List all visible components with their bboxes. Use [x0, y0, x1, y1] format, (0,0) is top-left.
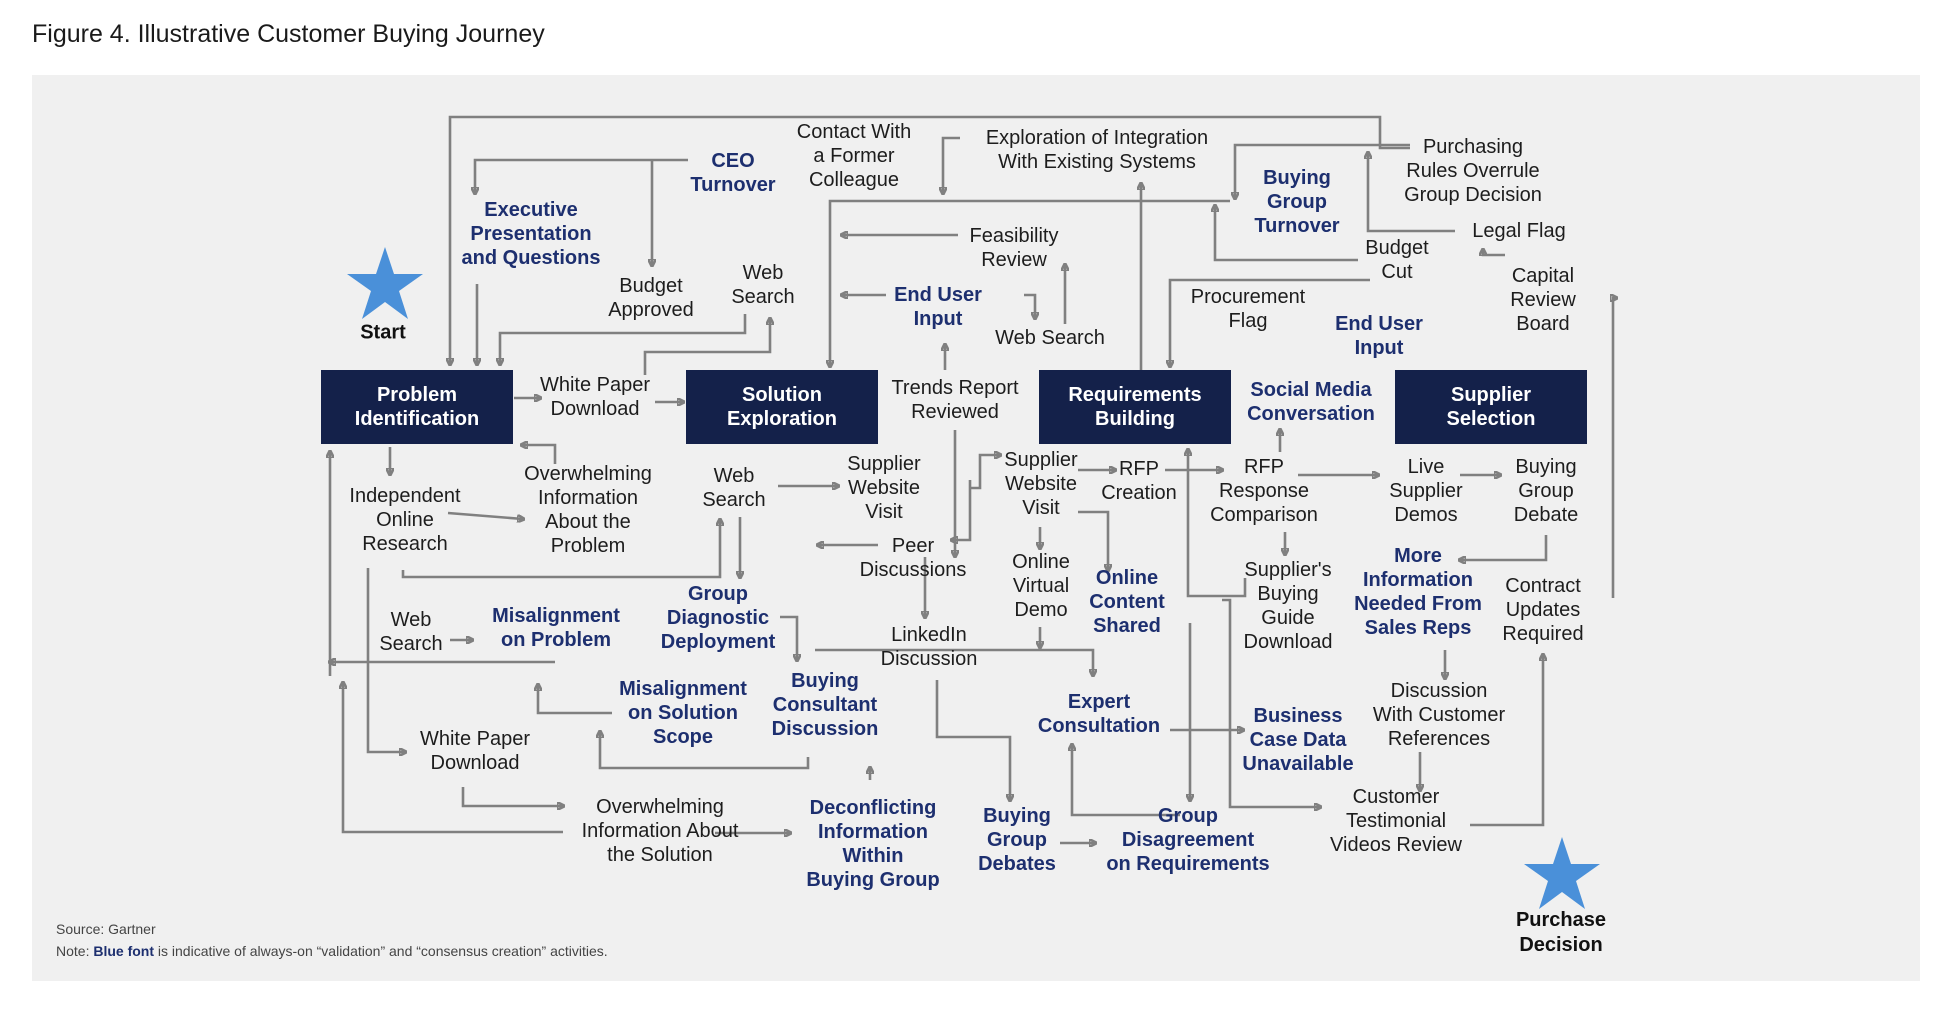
note-blue-font: Blue font: [93, 943, 155, 959]
contract-updates-required: Contract Updates Required: [1502, 575, 1584, 645]
group-disagreement-requirements: Group Disagreement on Requirements: [1106, 805, 1270, 875]
more-information-sales-reps: More Information Needed From Sales Reps: [1354, 545, 1482, 639]
web-search-low: Web Search: [379, 609, 443, 655]
deconflicting-information: Deconflicting Information Within Buying …: [806, 797, 940, 891]
web-search-mid: Web Search: [995, 327, 1105, 349]
rfp-creation: RFP Creation: [1101, 458, 1177, 504]
stage-problem-identification: Problem Identification: [321, 370, 513, 444]
overwhelming-info-problem: Overwhelming Information About the Probl…: [524, 463, 652, 557]
web-search-top: Web Search: [731, 262, 795, 308]
online-content-shared: Online Content Shared: [1089, 567, 1165, 637]
discussion-customer-references: Discussion With Customer References: [1372, 680, 1506, 750]
social-media-conversation: Social Media Conversation: [1247, 379, 1375, 425]
diagram-panel: [32, 75, 1920, 981]
source-note: Source: Gartner Note: Blue font is indic…: [56, 918, 608, 962]
purchasing-rules: Purchasing Rules Overrule Group Decision: [1404, 136, 1542, 206]
online-virtual-demo: Online Virtual Demo: [1012, 551, 1070, 621]
feasibility-review: Feasibility Review: [969, 225, 1059, 271]
misalignment-on-problem: Misalignment on Problem: [492, 605, 620, 651]
ceo-turnover: CEO Turnover: [690, 150, 776, 196]
end-user-input-2: End User Input: [1335, 313, 1423, 359]
budget-cut: Budget Cut: [1365, 237, 1429, 283]
note-suffix: is indicative of always-on “validation” …: [154, 943, 608, 959]
buying-consultant-discussion: Buying Consultant Discussion: [771, 670, 879, 740]
contact-former-colleague: Contact With a Former Colleague: [796, 121, 912, 191]
buying-group-turnover: Buying Group Turnover: [1254, 167, 1340, 237]
start-label: Start: [360, 321, 406, 344]
capital-review-board: Capital Review Board: [1510, 265, 1576, 335]
overwhelming-info-solution: Overwhelming Information About the Solut…: [581, 796, 739, 866]
supplier-website-visit-1: Supplier Website Visit: [847, 453, 921, 523]
budget-approved: Budget Approved: [608, 275, 694, 321]
misalignment-solution-scope: Misalignment on Solution Scope: [619, 678, 747, 748]
suppliers-buying-guide: Supplier's Buying Guide Download: [1243, 559, 1333, 653]
start-star-icon: [347, 247, 423, 319]
web-search-left: Web Search: [702, 465, 766, 511]
note-line: Note: Blue font is indicative of always-…: [56, 940, 608, 962]
note-prefix: Note:: [56, 943, 94, 959]
legal-flag: Legal Flag: [1472, 220, 1566, 242]
white-paper-download-top: White Paper Download: [539, 374, 651, 420]
trends-report: Trends Report Reviewed: [891, 377, 1019, 423]
rfp-response-comparison: RFP Response Comparison: [1210, 456, 1318, 526]
peer-discussions: Peer Discussions: [859, 535, 967, 581]
executive-presentation: Executive Presentation and Questions: [461, 199, 601, 269]
end-user-input-1: End User Input: [894, 284, 982, 330]
white-paper-download-low: White Paper Download: [419, 728, 531, 774]
stage-supplier-selection: Supplier Selection: [1395, 370, 1587, 444]
buying-group-debates: Buying Group Debates: [978, 805, 1056, 875]
expert-consultation: Expert Consultation: [1037, 691, 1161, 737]
purchase-decision-star-icon: [1524, 837, 1600, 909]
stage-requirements-building: Requirements Building: [1039, 370, 1231, 444]
business-case-unavailable: Business Case Data Unavailable: [1242, 705, 1354, 775]
linkedin-discussion: LinkedIn Discussion: [880, 624, 978, 670]
exploration-integration: Exploration of Integration With Existing…: [985, 127, 1209, 173]
source-line: Source: Gartner: [56, 921, 156, 937]
independent-online-research: Independent Online Research: [349, 485, 461, 555]
buying-group-debate: Buying Group Debate: [1513, 456, 1579, 526]
figure-title: Figure 4. Illustrative Customer Buying J…: [32, 20, 545, 48]
live-supplier-demos: Live Supplier Demos: [1389, 456, 1463, 526]
stage-solution-exploration: Solution Exploration: [686, 370, 878, 444]
customer-testimonial-videos: Customer Testimonial Videos Review: [1330, 786, 1462, 856]
group-diagnostic-deployment: Group Diagnostic Deployment: [660, 583, 776, 653]
supplier-website-visit-2: Supplier Website Visit: [1004, 449, 1078, 519]
purchase-decision-label: Purchase Decision: [1515, 909, 1607, 956]
procurement-flag: Procurement Flag: [1190, 286, 1306, 332]
